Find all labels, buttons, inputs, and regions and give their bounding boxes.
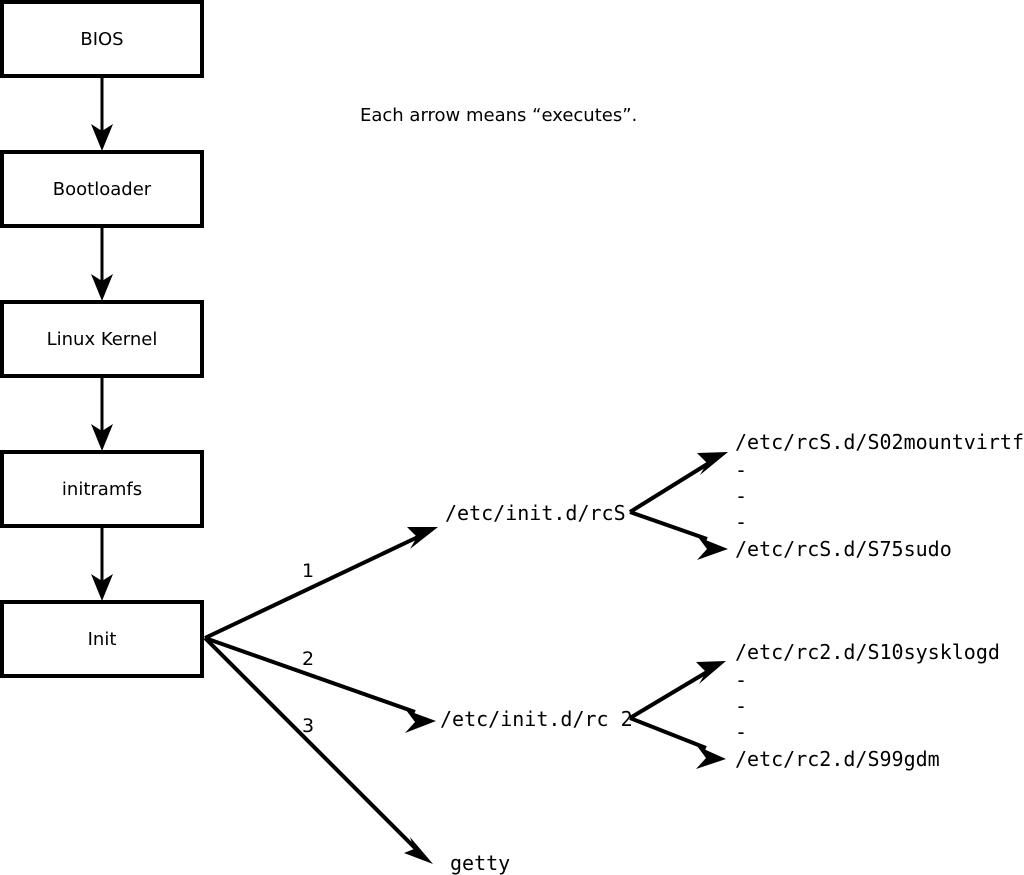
node-bios[interactable]: BIOS [0,0,204,78]
rcs-ellipsis-dash-3: - [735,510,747,534]
arrow-initramfs-to-init [91,526,113,601]
node-init[interactable]: Init [0,600,204,678]
rc2-ellipsis-dash-3: - [735,720,747,744]
arrow-bootloader-to-kernel [91,226,113,301]
node-bios-label: BIOS [80,29,123,50]
node-linux-kernel[interactable]: Linux Kernel [0,300,204,378]
node-init-box[interactable] [0,600,204,678]
node-init-label: Init [88,629,117,650]
arrow-init-to-getty [203,636,433,864]
node-bootloader-label: Bootloader [53,179,152,200]
node-initramfs[interactable]: initramfs [0,450,204,528]
arrow-rcs-to-s02mountvirtfs [628,452,728,514]
node-initramfs-label: initramfs [62,479,142,500]
rcs-ellipsis-dash-2: - [735,484,747,508]
node-bios-box[interactable] [0,0,204,78]
label-rcs-script-first[interactable]: /etc/rcS.d/S02mountvirtfs [735,430,1024,454]
arrow-init-to-rcs [204,527,438,640]
rc2-ellipsis-dash-2: - [735,694,747,718]
arrow-kernel-to-initramfs [91,376,113,451]
diagram-caption: Each arrow means “executes”. [360,105,637,126]
node-initramfs-box[interactable] [0,450,204,528]
arrow-rc2-to-s99gdm [629,716,726,769]
rc2-ellipsis-dash-1: - [735,668,747,692]
label-rc2-script-last[interactable]: /etc/rc2.d/S99gdm [735,747,940,771]
node-linux-kernel-label: Linux Kernel [47,329,158,350]
arrow-number-1: 1 [302,560,314,582]
label-getty[interactable]: getty [450,851,510,875]
label-rcs-script-last[interactable]: /etc/rcS.d/S75sudo [735,537,952,561]
arrow-init-to-rc2 [204,636,436,733]
arrow-rcs-to-s75sudo [629,510,728,560]
arrow-rc2-to-s10sysklogd [628,661,726,720]
arrow-bios-to-bootloader [91,76,113,151]
label-init-d-rcs[interactable]: /etc/init.d/rcS [445,501,626,525]
node-bootloader[interactable]: Bootloader [0,150,204,228]
label-init-d-rc2[interactable]: /etc/init.d/rc 2 [440,707,633,731]
rcs-ellipsis-dash-1: - [735,458,747,482]
arrow-number-2: 2 [302,648,314,670]
label-rc2-script-first[interactable]: /etc/rc2.d/S10sysklogd [735,640,1000,664]
arrow-number-3: 3 [302,715,314,737]
